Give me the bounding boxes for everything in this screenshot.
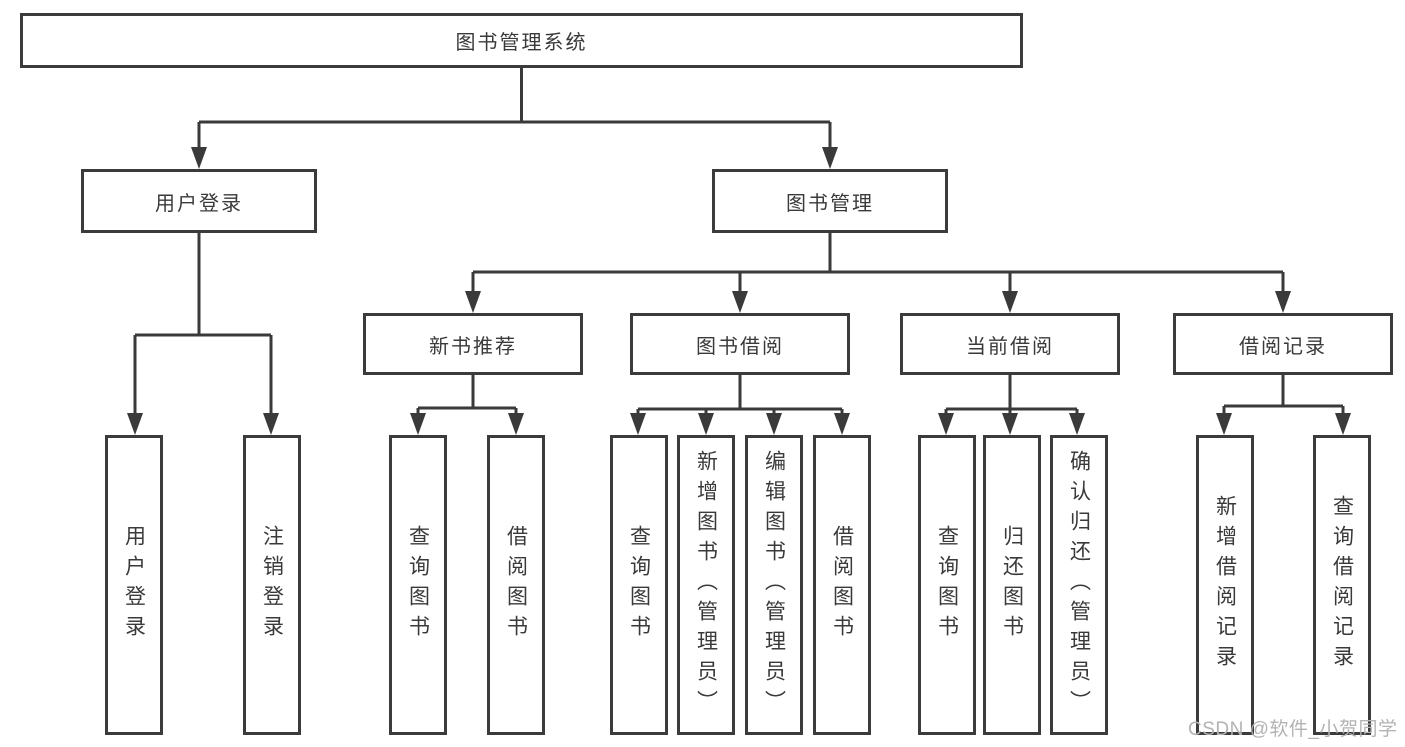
watermark-text: CSDN @软件_小贺同学 [1188, 719, 1398, 740]
leaf-confirm-return-admin-label: 确认归还（管理员） [1067, 450, 1091, 720]
node-root: 图书管理系统 [20, 13, 1023, 68]
node-user-login-label: 用户登录 [155, 192, 243, 215]
node-new-book-recommend: 新书推荐 [363, 313, 583, 375]
leaf-add-books-admin-label: 新增图书（管理员） [694, 450, 718, 720]
leaf-confirm-return-admin: 确认归还（管理员） [1050, 435, 1108, 735]
leaf-add-borrow-record: 新增借阅记录 [1196, 435, 1254, 735]
leaf-user-login: 用户登录 [105, 435, 163, 735]
leaf-edit-books-admin: 编辑图书（管理员） [745, 435, 803, 735]
node-current-borrowing: 当前借阅 [900, 313, 1120, 375]
leaf-query-books-borrowing-label: 查询图书 [627, 525, 651, 645]
leaf-user-login-label: 用户登录 [122, 525, 146, 645]
node-book-management-label: 图书管理 [786, 192, 874, 215]
node-new-book-recommend-label: 新书推荐 [429, 335, 517, 358]
node-current-borrowing-label: 当前借阅 [966, 335, 1054, 358]
leaf-query-borrow-record: 查询借阅记录 [1313, 435, 1371, 735]
node-book-management: 图书管理 [712, 169, 948, 233]
leaf-borrow-books-borrowing: 借阅图书 [813, 435, 871, 735]
leaf-query-books-current-label: 查询图书 [935, 525, 959, 645]
leaf-add-borrow-record-label: 新增借阅记录 [1213, 495, 1237, 675]
leaf-logout-label: 注销登录 [260, 525, 284, 645]
node-root-label: 图书管理系统 [455, 32, 588, 54]
node-borrowing-records: 借阅记录 [1173, 313, 1393, 375]
leaf-query-books-borrowing: 查询图书 [610, 435, 668, 735]
leaf-return-books: 归还图书 [983, 435, 1041, 735]
node-book-borrowing: 图书借阅 [630, 313, 850, 375]
node-user-login: 用户登录 [81, 169, 317, 233]
node-book-borrowing-label: 图书借阅 [696, 335, 784, 358]
leaf-query-books-recommend-label: 查询图书 [406, 525, 430, 645]
leaf-borrow-books-recommend: 借阅图书 [487, 435, 545, 735]
leaf-add-books-admin: 新增图书（管理员） [677, 435, 735, 735]
leaf-borrow-books-borrowing-label: 借阅图书 [830, 525, 854, 645]
leaf-borrow-books-recommend-label: 借阅图书 [504, 525, 528, 645]
leaf-return-books-label: 归还图书 [1000, 525, 1024, 645]
leaf-query-books-current: 查询图书 [918, 435, 976, 735]
leaf-query-books-recommend: 查询图书 [389, 435, 447, 735]
leaf-edit-books-admin-label: 编辑图书（管理员） [762, 450, 786, 720]
leaf-logout: 注销登录 [243, 435, 301, 735]
leaf-query-borrow-record-label: 查询借阅记录 [1330, 495, 1354, 675]
node-borrowing-records-label: 借阅记录 [1239, 335, 1327, 358]
